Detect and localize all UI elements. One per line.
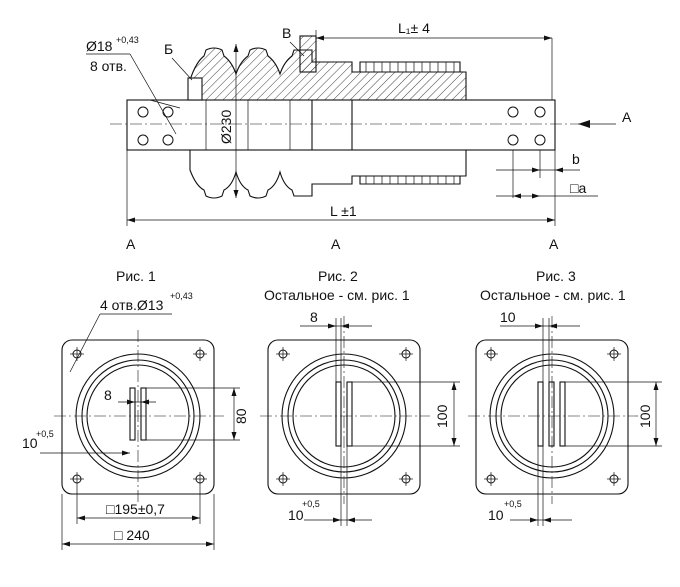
- busbar: [126, 99, 556, 151]
- dim-L: [126, 150, 555, 226]
- phi18-leader: [86, 53, 181, 135]
- fig3-bar-2: [548, 381, 555, 447]
- fig1-holes: [70, 347, 207, 486]
- fig1-title: Рис. 1: [116, 268, 156, 284]
- fig3: 10 100 10 +0,5: [468, 309, 662, 526]
- fig1-dim-gap: 8: [104, 387, 112, 403]
- fig1-bar-left: [129, 387, 136, 441]
- phi18-label: Ø18: [86, 38, 113, 54]
- V-cyr-label: В: [282, 25, 291, 41]
- insulator-ribs-lower: [365, 176, 455, 184]
- busbar-holes-left: [137, 106, 174, 146]
- fig2: 8 100 10 +0,5: [260, 309, 460, 526]
- B-cyr-leader: [171, 57, 193, 81]
- fig2-title: Рис. 2: [318, 268, 358, 284]
- fig1-dim-inner: □195±0,7: [106, 501, 165, 517]
- fig2-holes: [276, 347, 413, 486]
- a-label: □a: [570, 180, 586, 196]
- L-label: L ±1: [330, 203, 357, 219]
- b-label: b: [572, 151, 580, 167]
- fig1-bar-right: [140, 387, 147, 441]
- phi18-tolerance: +0,43: [116, 35, 139, 45]
- fig1-dim-outer: □ 240: [114, 527, 150, 543]
- V-cyr-leader: [289, 41, 305, 57]
- dim-b-a: [496, 150, 598, 226]
- flange-v: [299, 35, 317, 73]
- A-arrow-label: A: [622, 109, 632, 125]
- insulator-upper-section: [189, 47, 467, 101]
- A-right-label: A: [549, 236, 559, 252]
- fig3-dim-height: 100: [637, 404, 653, 428]
- fig1-dim-ten: 10: [22, 435, 38, 451]
- fig3-dim-ten: 10: [488, 507, 504, 523]
- fig2-dim-gap: 8: [310, 309, 318, 325]
- A-left-label: A: [126, 236, 136, 252]
- rib-band-lower: [359, 176, 461, 185]
- flange-b: [187, 77, 203, 101]
- fig3-title: Рис. 3: [536, 268, 576, 284]
- insulator-ribs-upper: [365, 62, 455, 72]
- phi230-label: Ø230: [218, 110, 234, 144]
- insulator-lower: [189, 149, 467, 199]
- A-arrow-head: [578, 120, 590, 128]
- L1-label: L₁± 4: [398, 20, 430, 36]
- fig1-holes-tol: +0,43: [170, 291, 193, 301]
- A-mid-label: A: [331, 236, 341, 252]
- fig3-bar-3: [559, 381, 566, 447]
- fig2-dim-ten-tol: +0,5: [302, 499, 320, 509]
- fig2-subtitle: Остальное - см. рис. 1: [264, 287, 410, 303]
- fig3-holes: [484, 347, 621, 486]
- fig3-subtitle: Остальное - см. рис. 1: [480, 287, 626, 303]
- busbar-holes-right: [507, 106, 546, 146]
- dim-L1: [315, 30, 553, 100]
- rib-band-upper: [359, 61, 461, 72]
- dim-phi230: [233, 44, 239, 198]
- holes8-label: 8 отв.: [90, 58, 127, 74]
- fig3-dim-gap: 10: [500, 309, 516, 325]
- fig2-bar-left: [335, 381, 342, 447]
- fig3-dim-ten-tol: +0,5: [504, 499, 522, 509]
- fig2-dim-ten: 10: [288, 507, 304, 523]
- fig1: 4 отв.Ø13 +0,43 8 80 10 +0,5 □195±0,7 □ …: [22, 291, 249, 550]
- fig2-dim-height: 100: [434, 404, 450, 428]
- fig1-dim-ten-tol: +0,5: [36, 429, 54, 439]
- fig2-bar-right: [346, 381, 353, 447]
- fig1-holes-note: 4 отв.Ø13: [100, 297, 164, 313]
- side-view: L₁± 4 Ø18 +0,43 8 отв. Б В Ø230 A: [86, 20, 632, 252]
- fig3-bar-1: [537, 381, 544, 447]
- fig1-dim-height: 80: [233, 408, 249, 424]
- B-cyr-label: Б: [164, 41, 173, 57]
